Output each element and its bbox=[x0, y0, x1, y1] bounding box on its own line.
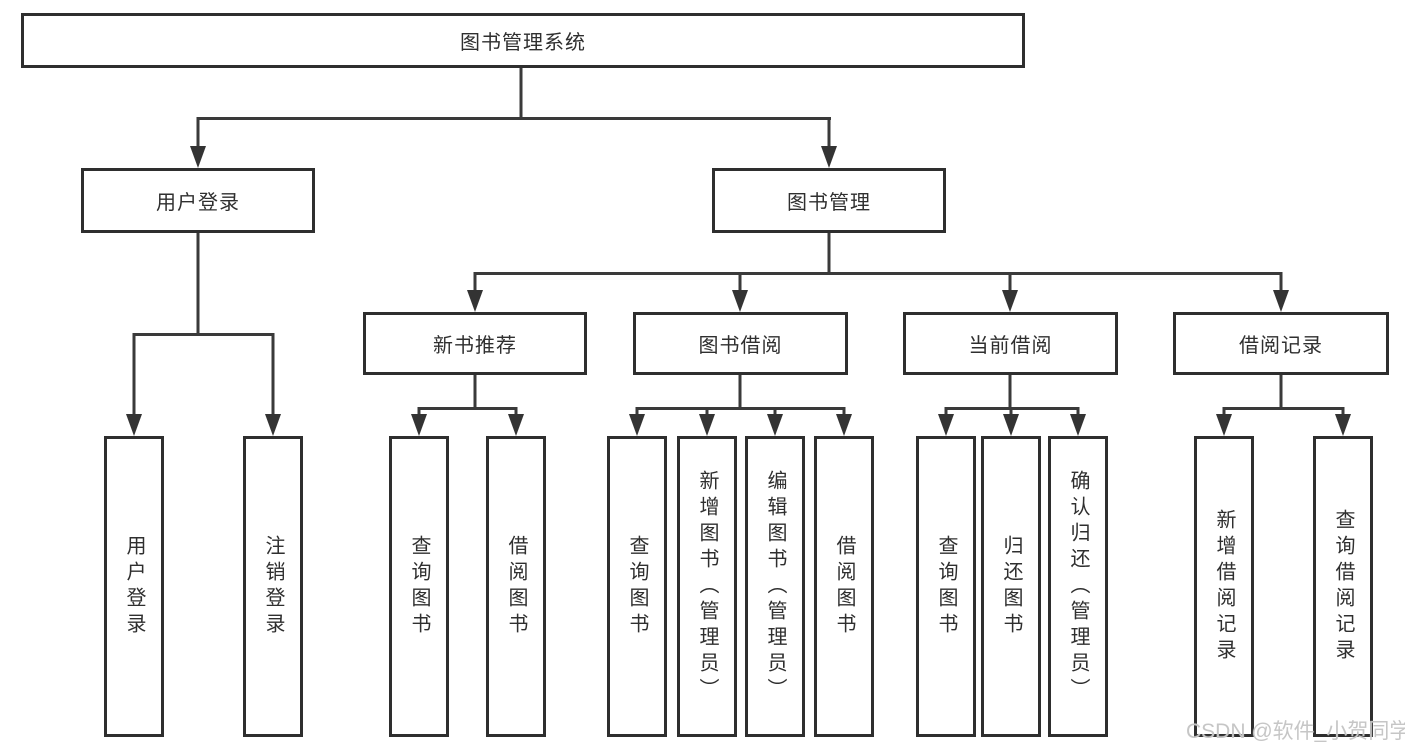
node-book-borrow: 图书借阅 bbox=[633, 312, 848, 375]
arrow-head bbox=[1070, 414, 1086, 436]
leaf-confirm-return-admin: 确认归还（管理员） bbox=[1048, 436, 1108, 737]
leaf-logout: 注销登录 bbox=[243, 436, 303, 737]
node-new-book-recommend-label: 新书推荐 bbox=[433, 335, 517, 357]
leaf-borrow-books-1: 借阅图书 bbox=[486, 436, 546, 737]
leaf-query-borrow-record: 查询借阅记录 bbox=[1313, 436, 1373, 737]
arrow-head bbox=[1216, 414, 1232, 436]
leaf-query-books-3-label: 查询图书 bbox=[935, 534, 957, 639]
leaf-add-books-admin: 新增图书（管理员） bbox=[677, 436, 737, 737]
node-current-borrow: 当前借阅 bbox=[903, 312, 1118, 375]
arrow-head bbox=[126, 414, 142, 436]
arrow-head bbox=[508, 414, 524, 436]
leaf-add-books-admin-label: 新增图书（管理员） bbox=[696, 469, 718, 704]
node-borrow-records: 借阅记录 bbox=[1173, 312, 1389, 375]
node-book-borrow-label: 图书借阅 bbox=[698, 335, 783, 357]
arrow-head bbox=[1002, 290, 1018, 312]
node-borrow-records-label: 借阅记录 bbox=[1239, 335, 1323, 357]
leaf-borrow-books-2-label: 借阅图书 bbox=[833, 534, 855, 639]
leaf-user-login: 用户登录 bbox=[104, 436, 164, 737]
leaf-borrow-books-1-label: 借阅图书 bbox=[505, 534, 527, 639]
leaf-borrow-books-2: 借阅图书 bbox=[814, 436, 874, 737]
node-root: 图书管理系统 bbox=[21, 13, 1025, 68]
arrow-head bbox=[411, 414, 427, 436]
leaf-edit-books-admin-label: 编辑图书（管理员） bbox=[764, 469, 786, 704]
arrow-head bbox=[467, 290, 483, 312]
node-user-login: 用户登录 bbox=[81, 168, 315, 233]
leaf-edit-books-admin: 编辑图书（管理员） bbox=[745, 436, 805, 737]
leaf-query-books-2: 查询图书 bbox=[607, 436, 667, 737]
arrow-head bbox=[836, 414, 852, 436]
arrow-head bbox=[938, 414, 954, 436]
arrow-head bbox=[265, 414, 281, 436]
leaf-query-books-2-label: 查询图书 bbox=[626, 534, 648, 639]
arrow-head bbox=[1273, 290, 1289, 312]
leaf-query-books-3: 查询图书 bbox=[916, 436, 976, 737]
leaf-return-books-label: 归还图书 bbox=[1000, 534, 1022, 639]
node-root-label: 图书管理系统 bbox=[460, 32, 586, 54]
node-book-management-label: 图书管理 bbox=[787, 192, 871, 214]
node-new-book-recommend: 新书推荐 bbox=[363, 312, 587, 375]
arrow-head bbox=[732, 290, 748, 312]
leaf-add-borrow-record-label: 新增借阅记录 bbox=[1213, 508, 1235, 665]
leaf-logout-label: 注销登录 bbox=[262, 534, 284, 639]
leaf-return-books: 归还图书 bbox=[981, 436, 1041, 737]
arrow-head bbox=[699, 414, 715, 436]
arrow-head bbox=[1003, 414, 1019, 436]
leaf-query-books-1-label: 查询图书 bbox=[408, 534, 430, 639]
node-user-login-label: 用户登录 bbox=[156, 192, 240, 214]
leaf-query-books-1: 查询图书 bbox=[389, 436, 449, 737]
arrow-head bbox=[190, 146, 206, 168]
leaf-confirm-return-admin-label: 确认归还（管理员） bbox=[1067, 469, 1089, 704]
arrow-head bbox=[629, 414, 645, 436]
leaf-add-borrow-record: 新增借阅记录 bbox=[1194, 436, 1254, 737]
leaf-user-login-label: 用户登录 bbox=[123, 534, 145, 639]
node-book-management: 图书管理 bbox=[712, 168, 946, 233]
node-current-borrow-label: 当前借阅 bbox=[968, 335, 1053, 357]
leaf-query-borrow-record-label: 查询借阅记录 bbox=[1332, 508, 1354, 665]
arrow-head bbox=[767, 414, 783, 436]
arrow-head bbox=[821, 146, 837, 168]
arrow-head bbox=[1335, 414, 1351, 436]
